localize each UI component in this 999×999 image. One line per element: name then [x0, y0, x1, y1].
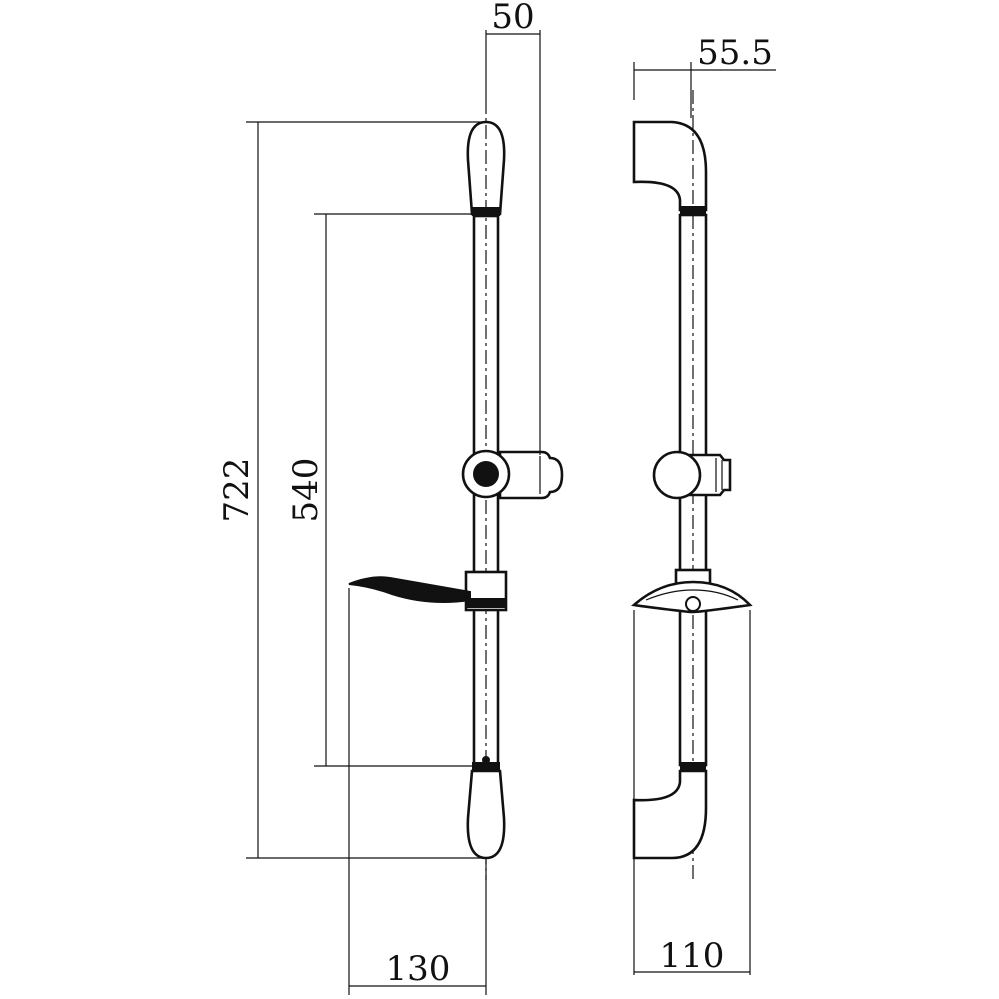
dim-offset-depth: 55.5 [697, 33, 773, 73]
dim-bracket-spacing: 540 [286, 458, 326, 523]
dimension-lines [246, 30, 776, 995]
front-soap-dish [348, 576, 471, 603]
side-holder [688, 453, 732, 497]
dim-projection: 110 [660, 936, 725, 976]
side-top-bracket [632, 120, 708, 212]
dim-bracket-width: 50 [491, 0, 534, 37]
front-view [348, 100, 564, 880]
side-view [631, 90, 753, 880]
side-dish-nut [685, 596, 701, 612]
front-bottom-screw [482, 756, 490, 764]
dim-overall-height: 722 [217, 458, 257, 523]
side-slider [652, 450, 702, 500]
front-slider-knob [473, 461, 499, 487]
front-holder-arm [498, 450, 564, 500]
front-bottom-bracket [466, 769, 506, 860]
side-bottom-bracket [632, 769, 708, 860]
side-bottom-band [680, 762, 706, 771]
front-dish-band [466, 598, 506, 608]
dim-soap-dish-reach: 130 [386, 949, 451, 989]
side-dish-rim [645, 589, 739, 601]
